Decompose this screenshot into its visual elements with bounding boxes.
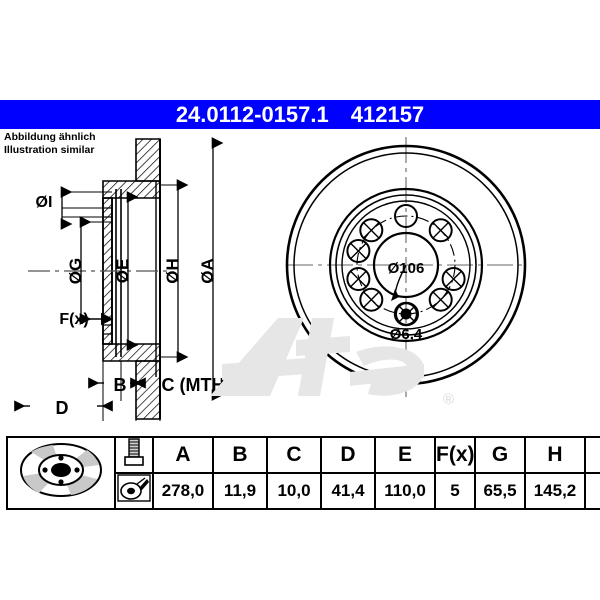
table-header-fx: F(x) <box>434 436 476 474</box>
table-row-values: 278,0 11,9 10,0 41,4 110,0 5 65,5 145,2 … <box>7 472 600 510</box>
label-dia-e: ØE <box>113 259 132 284</box>
table-value-g: 65,5 <box>474 472 526 510</box>
table-header-d: D <box>320 436 376 474</box>
technical-drawing: ØI ØG ØE ØH <box>0 129 600 429</box>
title-bar: 24.0112-0157.1 412157 <box>0 100 600 129</box>
bolt-hole <box>359 218 384 243</box>
hub-tool-icon <box>114 472 154 510</box>
bolt-hole <box>359 287 384 312</box>
bolt-icon <box>114 436 154 474</box>
table-header-e: E <box>374 436 436 474</box>
label-bolt-hole: Ø6,4 <box>390 326 423 343</box>
circle-hub-step <box>341 200 471 330</box>
circle-centre-bore <box>372 231 440 299</box>
specification-table: A B C D E F(x) G H I 278,0 11,9 10,0 <box>6 436 600 510</box>
table-header-a: A <box>152 436 214 474</box>
label-dia-i: ØI <box>36 194 53 211</box>
cross-section-view <box>28 138 172 420</box>
table-header-b: B <box>212 436 268 474</box>
bolt-hole <box>346 267 371 291</box>
bolt-hole <box>346 239 371 263</box>
dimension-dia-i: ØI <box>36 186 112 230</box>
bolt-hole <box>428 287 453 312</box>
table-value-fx: 5 <box>434 472 476 510</box>
caption-line-de: Abbildung ähnlich <box>4 131 96 143</box>
caption-line-en: Illustration similar <box>4 143 95 156</box>
caption-block: Abbildung ähnlich Illustration similar <box>4 131 96 156</box>
dia64-hole-outline <box>393 301 419 327</box>
table-header-h: H <box>524 436 586 474</box>
table-value-e: 110,0 <box>374 472 436 510</box>
circle-hub-outer <box>335 194 477 336</box>
label-dim-c: C (MTH) <box>162 375 231 395</box>
label-dia-h: ØH <box>163 258 182 284</box>
table-value-i: 14,0 <box>584 472 600 510</box>
label-dia-a: ØA <box>198 258 217 284</box>
locating-hole <box>394 204 418 228</box>
table-header-i: I <box>584 436 600 474</box>
hub-stem-upper <box>135 138 161 182</box>
table-value-c: 10,0 <box>266 472 322 510</box>
dimension-force-fx: F(x) <box>59 311 114 328</box>
dia64-hole-fill <box>400 308 412 320</box>
label-force-fx: F(x) <box>59 311 88 328</box>
brake-disc-icon <box>6 436 116 510</box>
label-dim-d: D <box>56 398 69 418</box>
dimension-dia-h: ØH <box>160 179 189 363</box>
bolt-hole <box>428 218 453 243</box>
label-dim-b: B <box>114 375 127 395</box>
table-value-d: 41,4 <box>320 472 376 510</box>
dimension-dia-e: ØE <box>113 191 139 351</box>
dimension-bottom-group: B C (MTH) D <box>14 361 231 421</box>
bolt-holes <box>346 218 466 326</box>
table-row-headers: A B C D E F(x) G H I <box>6 436 600 510</box>
bolt-hole <box>441 267 466 291</box>
label-bolt-circle: Ø106 <box>388 260 425 277</box>
table-header-g: G <box>474 436 526 474</box>
table-value-h: 145,2 <box>524 472 586 510</box>
table-value-b: 11,9 <box>212 472 268 510</box>
face-view: Ø106 Ø6,4 <box>285 137 527 397</box>
dimension-dia-a: ØA <box>198 137 224 401</box>
part-number: 24.0112-0157.1 <box>175 101 329 127</box>
label-dia-g: ØG <box>66 258 85 284</box>
circle-friction-inner <box>328 187 484 343</box>
table-value-a: 278,0 <box>152 472 214 510</box>
article-number: 412157 <box>350 101 425 127</box>
table-header-c: C <box>266 436 322 474</box>
leader-arrow-1 <box>391 289 399 301</box>
